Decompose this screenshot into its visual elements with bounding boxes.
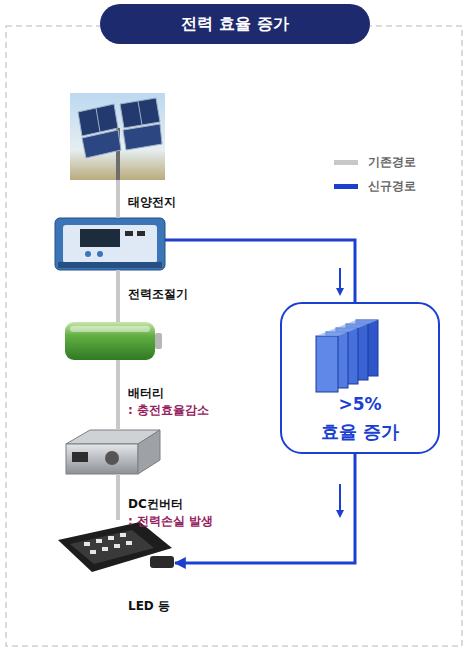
component-label: 전력조절기 [128, 286, 188, 303]
converter-node: DC컨버터: 전력손실 발생 [66, 430, 160, 474]
existing-path-line [116, 270, 120, 322]
led-lamp-illustration [58, 522, 174, 572]
solar-panel-illustration [70, 93, 165, 180]
legend-text: 기존경로 [368, 154, 416, 171]
existing-path-line [116, 180, 120, 218]
legend-row: 기존경로 [334, 154, 416, 171]
existing-path-line [116, 360, 120, 430]
box-text: >5% [282, 394, 438, 414]
component-label: 태양전지 [128, 194, 176, 211]
direction-arrow [339, 484, 341, 514]
dashed-frame [6, 26, 462, 646]
component-note: : 전력손실 발생 [128, 513, 213, 530]
solar-cell-node: 태양전지 [70, 93, 165, 180]
efficiency-box: >5% 효율 증가 [280, 302, 440, 454]
led-node: LED 등 [55, 520, 175, 572]
legend-swatch [334, 160, 358, 165]
component-note: : 충전효율감소 [128, 402, 209, 419]
controller-node: 전력조절기 [55, 218, 165, 270]
box-text: 효율 증가 [282, 420, 438, 444]
existing-path-line [116, 474, 120, 520]
component-label: DC컨버터 [128, 496, 183, 513]
legend-swatch [334, 184, 358, 189]
title-pill: 전력 효율 증가 [100, 4, 370, 44]
battery-illustration [65, 322, 162, 360]
direction-arrow [339, 268, 341, 292]
new-path-line [175, 454, 355, 563]
battery-node: 배터리: 충전효율감소 [65, 322, 162, 360]
new-path-line [165, 240, 355, 302]
battery-pack-illustration [316, 320, 378, 392]
component-label: 배터리 [128, 385, 164, 402]
legend-row: 신규경로 [334, 178, 416, 195]
charge-controller-illustration [55, 218, 165, 270]
component-label: LED 등 [128, 598, 170, 615]
legend-text: 신규경로 [368, 178, 416, 195]
dc-converter-illustration [66, 430, 160, 474]
